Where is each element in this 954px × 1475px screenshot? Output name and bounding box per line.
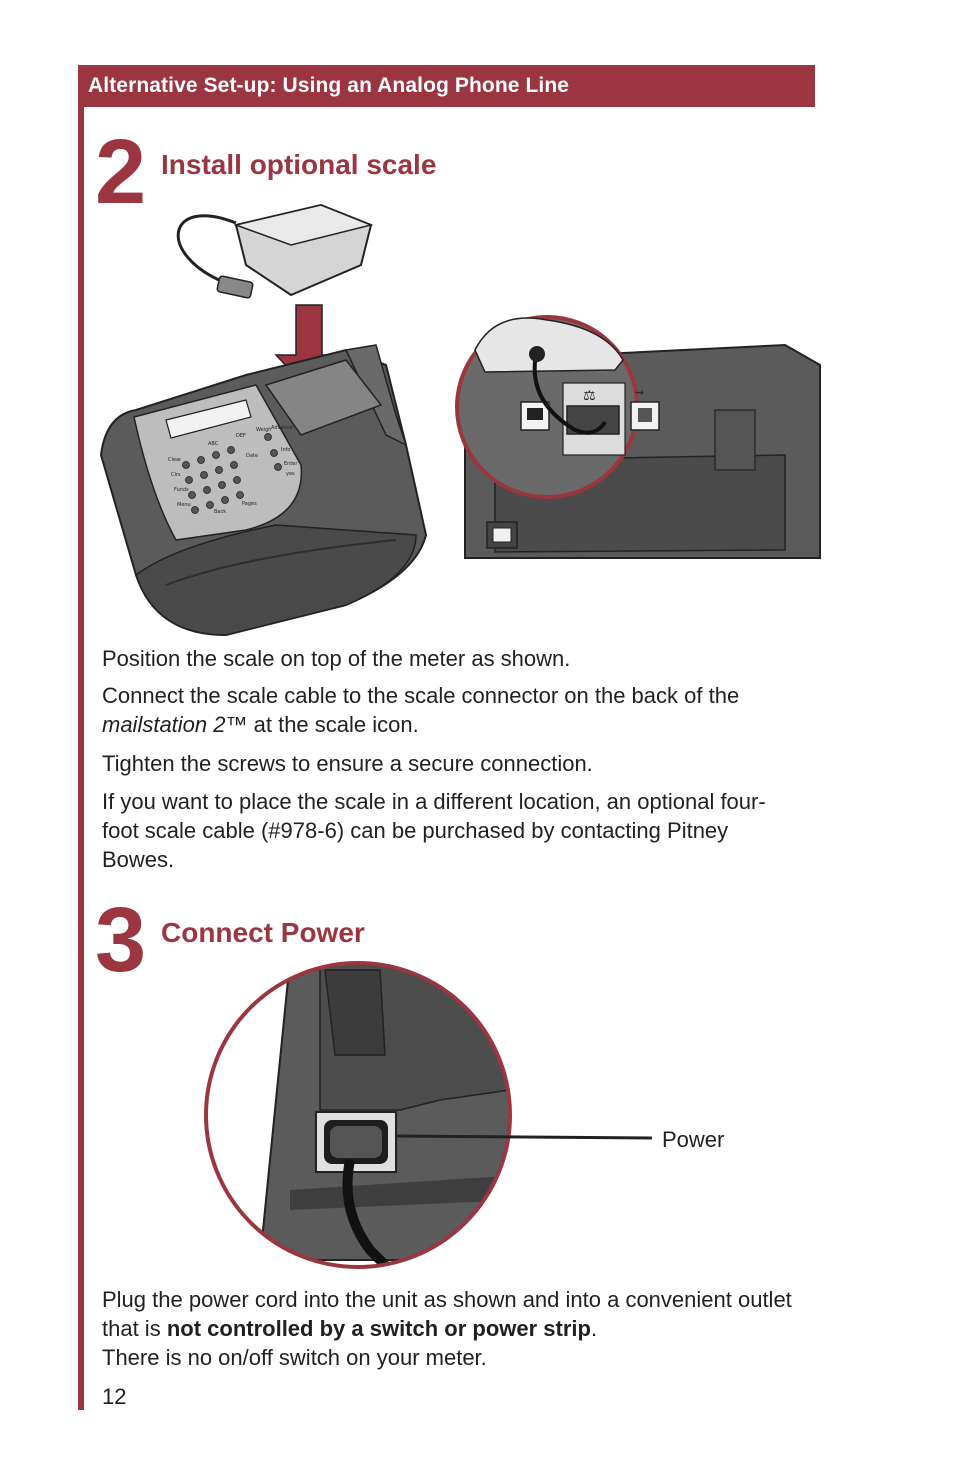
keypad-label: Enter [284, 461, 298, 467]
step-2-number: 2 [95, 121, 147, 223]
keypad-label: DEF [236, 433, 246, 439]
section-header-bar: Alternative Set-up: Using an Analog Phon… [78, 65, 815, 107]
keypad-label: Menu [177, 502, 191, 508]
step-2-paragraph-3: Tighten the screws to ensure a secure co… [102, 751, 593, 776]
step-3-paragraph: Plug the power cord into the unit as sho… [102, 1285, 822, 1372]
keypad-label: Back [214, 509, 226, 515]
keypad-label: Pages [242, 501, 257, 507]
section-header-title: Alternative Set-up: Using an Analog Phon… [88, 74, 570, 97]
product-name: mailstation 2 [102, 712, 226, 737]
keypad-label: ABC [208, 441, 219, 447]
step-2-paragraph-2-text: Connect the scale cable to the scale con… [102, 683, 740, 708]
keypad-label: Funds [174, 487, 189, 493]
keypad-label: yes [286, 471, 295, 477]
step-2-paragraph-2-end: ™ at the scale icon. [225, 712, 419, 737]
step-2-paragraph-1: Position the scale on top of the meter a… [102, 646, 571, 671]
step-3-paragraph-text: Plug the power cord into the unit as sho… [102, 1287, 792, 1341]
step-3-title: Connect Power [161, 917, 365, 948]
meter-display [165, 399, 252, 439]
page-number: 12 [102, 1384, 127, 1409]
keypad-label: Clrs [171, 472, 181, 478]
step-2-title: Install optional scale [161, 149, 437, 180]
keypad-label: Advance [271, 425, 293, 431]
scale-meter-illustration: Clear Clrs Funds Menu ABC DEF Weigh Adva… [99, 203, 428, 637]
step-3-number: 3 [95, 889, 147, 991]
step-3-paragraph-period: . [590, 1316, 598, 1341]
step-2-paragraph-4: If you want to place the scale in a diff… [102, 789, 766, 872]
meter-back-illustration: ⚖ ⇝ [455, 315, 821, 559]
keypad-label: Date [246, 453, 258, 459]
usb-icon: ⇝ [635, 386, 644, 399]
power-connector-illustration [204, 961, 653, 1269]
scale-icon: ⚖ [583, 388, 596, 404]
step-3-emphasis: not controlled by a switch or power stri… [166, 1316, 591, 1341]
power-callout-label: Power [662, 1127, 725, 1152]
keypad-label: Clear [168, 457, 182, 463]
side-rule [78, 107, 84, 1410]
keypad-label: Weigh [256, 427, 271, 433]
keypad-label: Info [281, 447, 290, 453]
scale-cable-connector [216, 275, 254, 299]
step-3-paragraph-line-2: There is no on/off switch on your meter. [102, 1345, 487, 1370]
step-2-paragraph-2: Connect the scale cable to the scale con… [102, 681, 822, 739]
power-callout-line [395, 1134, 653, 1140]
